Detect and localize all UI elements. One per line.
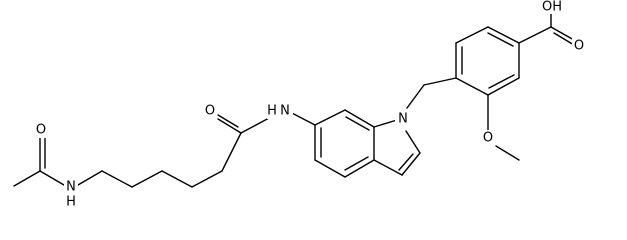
bond-ring-c2-c3 [487,77,520,96]
bond-ring-c1-c2 [455,77,489,96]
bond-ch2-5-carbonyl [221,132,242,172]
acetyl-oxygen-label: O [36,123,46,138]
hexanoyl-oxygen-label: O [205,104,215,119]
bond-carboxyl-c-o-double [553,32,575,46]
bond-ring-c5-c6 [455,26,489,44]
amide-nitrogen-1-label: N [66,180,76,195]
bond-n1-ch2 [406,84,425,109]
molecule-structure: O N H O H N N O OH O [13,0,586,210]
bond-n-ch2-1 [77,170,103,186]
indole-nitrogen-label: N [398,112,408,127]
bond-ch2-1-2 [101,170,133,188]
bond-ring-c4-c5-inner [487,32,514,47]
bond-c6-c7 [314,109,346,126]
bond-ch2-3-4 [161,170,193,188]
bond-methyl-carbonyl [13,170,41,187]
bond-c7-c7a [344,109,375,128]
bond-methoxy-o-ch3 [495,145,520,161]
bond-c3a-c4-inner [344,156,369,171]
bond-layer [13,13,575,188]
molecule-drawing: O N H O H N N O OH O [13,0,586,210]
bond-c7-c7a-inner [345,116,370,131]
bond-ring-c4-c5 [487,26,520,44]
bond-c3-c3a [373,159,403,176]
bond-ch2-4-5 [191,170,223,188]
carboxyl-hydroxyl-label: OH [542,0,562,15]
amide-hydrogen-2-label: H [267,104,277,119]
bond-c4-c5 [314,159,346,178]
bond-ring-carboxyl-c [518,26,552,44]
bond-carboxyl-c-o [550,26,575,41]
carboxyl-carbonyl-oxygen-label: O [574,39,584,54]
amide-nitrogen-2-label: N [280,104,290,119]
bond-acetyl-c-n [39,170,65,186]
methoxy-oxygen-label: O [483,131,493,146]
bond-c2-c3-inner [398,153,414,171]
amide-hydrogen-1-label: H [66,195,76,210]
bond-ch2-2-3 [131,170,163,188]
atom-label-layer: O N H O H N N O OH O [34,0,586,210]
bond-n1-c2 [405,130,421,154]
bond-amide-c-n [240,116,272,134]
bond-amide-c-o [217,118,242,134]
bond-ring-c2-c3-inner [488,74,515,89]
bond-c3a-c4 [344,159,375,178]
bond-c2-c3 [401,152,421,176]
bond-c7a-n1 [373,119,398,128]
bond-amide-c-o-double [217,114,239,128]
bond-ch2-ring [423,77,457,86]
